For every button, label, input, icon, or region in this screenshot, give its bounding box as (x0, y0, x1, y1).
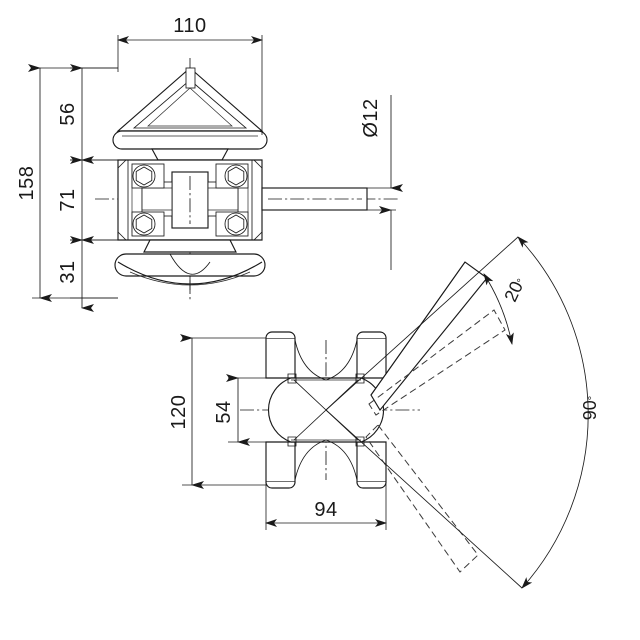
plan-tab-tl-round (265, 331, 296, 339)
dim-31-text: 31 (57, 260, 79, 283)
plan-tab-bottom-right (356, 441, 387, 483)
dim-120-text: 120 (168, 395, 190, 430)
lower-jaw-bar (114, 253, 266, 277)
hex-bolt-top-left (131, 163, 165, 189)
jaw-inner-triangle (132, 79, 248, 129)
jaw-neck (151, 148, 229, 161)
angle-90-arc (517, 236, 589, 589)
dimension-depth-120: 120 (168, 334, 266, 489)
angle-90-swing-arc: 90° (325, 236, 600, 589)
front-elevation-view: 110 158 56 71 31 (16, 15, 403, 312)
dimension-width-110: 110 (117, 15, 263, 135)
plan-tab-top-right (356, 337, 387, 379)
dim-110-text: 110 (173, 15, 206, 37)
jaw-inner-triangle-2 (147, 87, 233, 127)
dim-d12-text: Ø12 (360, 98, 382, 137)
plan-corner-block-tl (287, 373, 297, 384)
plan-fillet-tl (294, 339, 327, 381)
plan-fillet-bl (294, 439, 327, 481)
jaw-base-bar (112, 130, 268, 150)
hex-bolt-top-right (215, 163, 249, 189)
bolt-tl-hex (135, 166, 153, 186)
dim-54-text: 54 (213, 400, 235, 423)
plan-corner-block-br (355, 436, 365, 447)
horizontal-shaft (261, 187, 368, 211)
lower-jaw-neck (143, 239, 237, 253)
body-corner-chamfers (117, 159, 263, 241)
plan-corner-block-bl (287, 436, 297, 447)
plan-corner-block-tr (355, 373, 365, 384)
plan-tab-br-round (356, 481, 387, 489)
arm-dashed-low-outline (365, 424, 479, 573)
lower-jaw-rib-left (169, 253, 211, 275)
bolt-tr-hex (227, 166, 245, 186)
plan-view: 90° 20° 120 54 94 (168, 236, 600, 589)
plan-tab-bottom-left (265, 441, 296, 483)
arm-solid-edge-upper (370, 261, 466, 396)
dimension-width-94: 94 (265, 482, 387, 530)
jaw-apex-boss (185, 67, 196, 89)
dim-56-text: 56 (57, 102, 79, 125)
angle-20-arc (483, 273, 514, 345)
bolt-bl-hex (135, 214, 153, 234)
angle-90-radial-upper (325, 236, 519, 411)
plan-fillet-br (325, 439, 358, 481)
clamp-main-body (117, 159, 263, 241)
plan-fillet-tr (325, 339, 358, 381)
upper-triangular-jaw (112, 67, 268, 161)
bolt-br-hex (227, 214, 245, 234)
lower-curved-jaw (114, 239, 266, 292)
plan-tab-bl-round (265, 481, 296, 489)
plan-tab-tr-round (356, 331, 387, 339)
arm-position-lower-dashed (365, 424, 479, 573)
angle-90-text: 90° (580, 396, 600, 420)
dimension-depth-54: 54 (213, 374, 295, 446)
angle-90-radial-lower (325, 409, 523, 589)
dim-94-text: 94 (314, 499, 337, 521)
angle-20-text: 20° (500, 274, 528, 305)
hex-bolt-bottom-right (215, 211, 249, 237)
dim-158-text: 158 (16, 166, 38, 201)
dimension-shaft-diameter-12: Ø12 (360, 95, 403, 270)
plan-tab-top-left (265, 337, 296, 379)
hex-bolt-bottom-left (131, 211, 165, 237)
dimension-height-31: 31 (57, 236, 130, 312)
dim-71-text: 71 (57, 188, 79, 211)
